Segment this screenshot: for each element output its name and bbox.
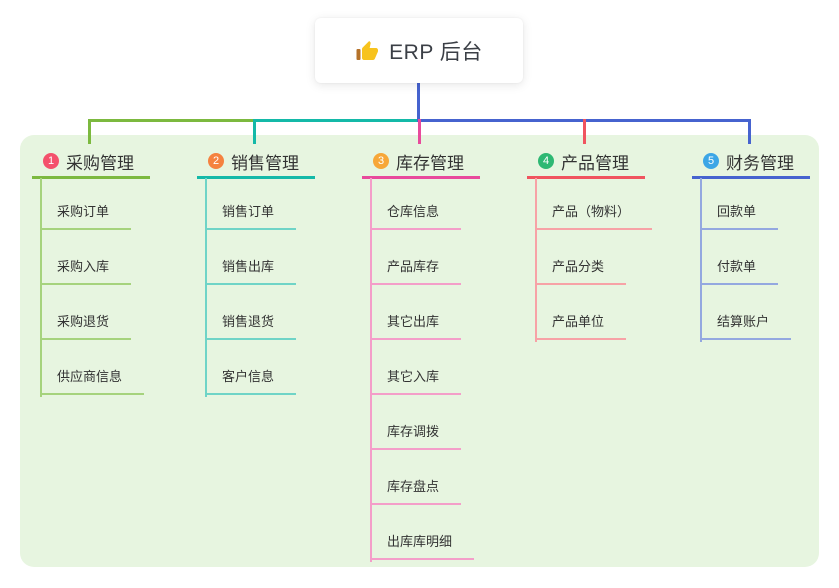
branch-children-connector [205, 178, 207, 397]
child-node[interactable]: 供应商信息 [40, 367, 145, 395]
branch-underline [197, 176, 315, 179]
child-node[interactable]: 库存盘点 [370, 477, 462, 505]
child-node[interactable]: 产品单位 [535, 312, 627, 340]
branch-node-4[interactable]: 4 产品管理 [527, 149, 629, 173]
child-node[interactable]: 产品库存 [370, 257, 462, 285]
branch-number-badge: 1 [43, 153, 59, 169]
child-node[interactable]: 其它出库 [370, 312, 462, 340]
thumbs-up-icon [355, 39, 379, 63]
child-node[interactable]: 销售订单 [205, 202, 297, 230]
branch-children-connector [370, 178, 372, 562]
connector-h-green [88, 119, 254, 122]
branch-drop-line [253, 119, 256, 144]
child-node[interactable]: 结算账户 [700, 312, 792, 340]
connector-h-teal [253, 119, 419, 122]
branch-number-badge: 2 [208, 153, 224, 169]
branch-children-connector [535, 178, 537, 342]
child-node[interactable]: 出库库明细 [370, 532, 475, 560]
branch-number-badge: 3 [373, 153, 389, 169]
child-node[interactable]: 库存调拨 [370, 422, 462, 450]
branch-node-2[interactable]: 2 销售管理 [197, 149, 299, 173]
branch-drop-line [418, 119, 421, 144]
branch-number-badge: 4 [538, 153, 554, 169]
branch-node-3[interactable]: 3 库存管理 [362, 149, 464, 173]
branch-title: 采购管理 [66, 153, 134, 173]
branch-drop-line [748, 119, 751, 144]
child-node[interactable]: 仓库信息 [370, 202, 462, 230]
child-node[interactable]: 其它入库 [370, 367, 462, 395]
child-node[interactable]: 客户信息 [205, 367, 297, 395]
child-node[interactable]: 采购入库 [40, 257, 132, 285]
child-node[interactable]: 采购退货 [40, 312, 132, 340]
branch-node-5[interactable]: 5 财务管理 [692, 149, 794, 173]
branch-number-badge: 5 [703, 153, 719, 169]
branch-children-connector [700, 178, 702, 342]
branch-children-connector [40, 178, 42, 397]
branch-title: 产品管理 [561, 153, 629, 173]
branch-underline [692, 176, 810, 179]
branch-underline [527, 176, 645, 179]
child-node[interactable]: 产品分类 [535, 257, 627, 285]
child-node[interactable]: 产品（物料） [535, 202, 653, 230]
branches-panel [20, 135, 819, 567]
branch-underline [32, 176, 150, 179]
root-title: ERP 后台 [389, 40, 483, 64]
branch-title: 库存管理 [396, 153, 464, 173]
child-node[interactable]: 付款单 [700, 257, 779, 285]
root-node-erp[interactable]: ERP 后台 [315, 18, 523, 83]
branch-title: 财务管理 [726, 153, 794, 173]
branch-drop-line [583, 119, 586, 144]
branch-drop-line [88, 119, 91, 144]
child-node[interactable]: 销售退货 [205, 312, 297, 340]
branch-title: 销售管理 [231, 153, 299, 173]
root-trunk-line [417, 83, 420, 122]
child-node[interactable]: 销售出库 [205, 257, 297, 285]
child-node[interactable]: 回款单 [700, 202, 779, 230]
branch-underline [362, 176, 480, 179]
branch-node-1[interactable]: 1 采购管理 [32, 149, 134, 173]
child-node[interactable]: 采购订单 [40, 202, 132, 230]
